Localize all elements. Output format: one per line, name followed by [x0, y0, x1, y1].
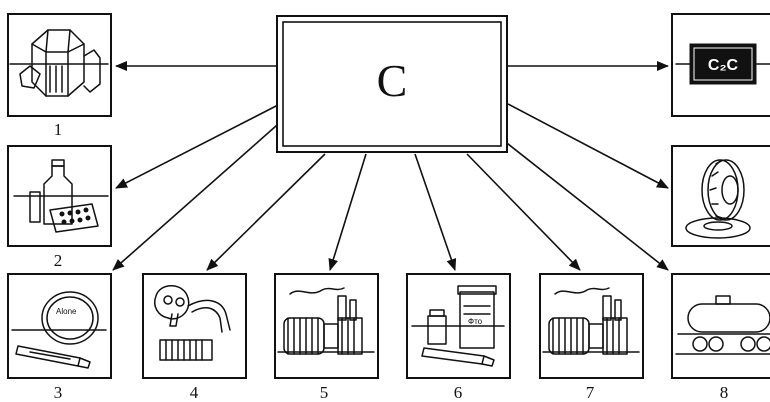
box-6: Фто 6 [406, 273, 511, 402]
gas-mask-icon [154, 285, 231, 361]
center-label: C [377, 55, 408, 106]
box-7: 7 [539, 273, 644, 402]
box-2-number: 2 [54, 251, 63, 270]
box-1-number: 1 [54, 120, 63, 139]
box-4: 4 [142, 273, 247, 402]
box-5: 5 [274, 273, 379, 402]
tire-box [671, 145, 770, 247]
arrows [112, 61, 669, 271]
box-3-number: 3 [54, 383, 63, 402]
box-8: 8 [671, 273, 770, 402]
box-3: Alone 3 [7, 273, 112, 402]
box-4-number: 4 [190, 383, 199, 402]
box-2: 2 [7, 145, 112, 270]
factory-machine-icon [277, 287, 375, 355]
arrow-to-box-3 [112, 117, 286, 271]
box-7-number: 7 [586, 383, 595, 402]
electrode-label: C₂C [708, 57, 739, 74]
electrode-icon: C₂C [675, 43, 770, 85]
rail-tank-car-icon [675, 295, 770, 355]
tire-icon [685, 159, 751, 239]
svg-text:Alone: Alone [56, 307, 77, 316]
center-box: C [276, 15, 508, 153]
ointment-tube-icon: Alone [11, 291, 107, 369]
arrow-to-box-7 [466, 153, 581, 271]
arrow-to-box-4 [206, 153, 326, 271]
electrode-box: C₂C [671, 13, 770, 117]
factory-machine-icon [542, 287, 640, 355]
crystal-icon [9, 29, 109, 97]
arrow-to-box-2 [115, 103, 281, 189]
medicine-bottles-icon [13, 159, 109, 233]
arrow-to-box-5 [328, 153, 367, 271]
box-8-number: 8 [720, 383, 729, 402]
arrow-to-box-6 [414, 153, 457, 271]
box-1: 1 [7, 13, 112, 139]
arrow-to-tire-box [507, 103, 669, 189]
box-5-number: 5 [320, 383, 329, 402]
medicine-products-icon: Фто [411, 285, 505, 367]
box-6-number: 6 [454, 383, 463, 402]
svg-text:Фто: Фто [468, 317, 483, 326]
arrow-to-box-8 [502, 139, 669, 271]
